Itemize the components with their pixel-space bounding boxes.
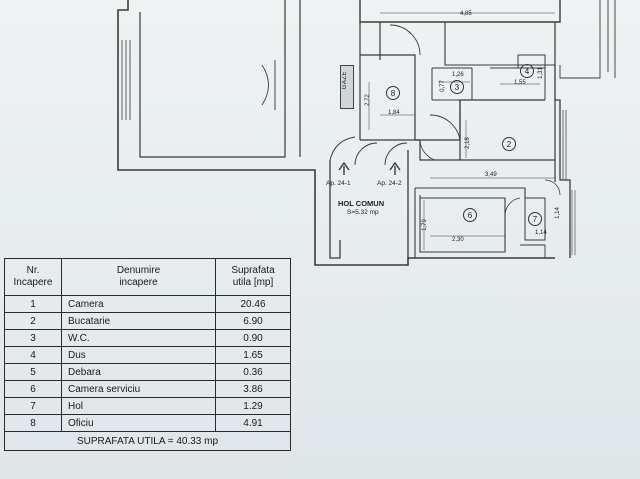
hall-title: HOL COMUN [338,199,385,208]
dimension-label: 0,77 [439,80,446,92]
table-row: 4 Dus 1.65 [4,346,291,364]
cell-area: 1.29 [215,397,291,415]
header-area: Suprafata utila [mp] [215,258,291,296]
cell-name: Dus [61,346,216,364]
apt-right-label: Ap. 24-2 [377,180,402,187]
cell-nr: 7 [4,397,62,415]
table-row: 1 Camera 20.46 [4,295,291,313]
table-row: 8 Oficiu 4.91 [4,414,291,432]
total-area: SUPRAFATA UTILA = 40.33 mp [4,431,291,451]
cell-area: 4.91 [215,414,291,432]
cell-area: 6.90 [215,312,291,330]
cell-name: Camera [61,295,216,313]
dimension-label: 1,79 [421,219,428,231]
cell-area: 1.65 [215,346,291,364]
cell-name: Camera serviciu [61,380,216,398]
cell-nr: 8 [4,414,62,432]
dimension-label: 1,84 [388,110,400,116]
room-number-7: 7 [528,212,542,226]
cell-name: Bucatarie [61,312,216,330]
dimension-label: 4,85 [460,11,472,17]
room-number-8: 8 [386,86,400,100]
gas-label: GAZE [342,71,348,90]
cell-nr: 1 [4,295,62,313]
table-row: 5 Debara 0.36 [4,363,291,381]
dimension-label: 1,55 [514,80,526,86]
dimension-label: 1,14 [535,230,547,236]
cell-nr: 5 [4,363,62,381]
table-header-row: Nr. Incapere Denumire incapere Suprafata… [4,258,291,296]
table-total-row: SUPRAFATA UTILA = 40.33 mp [4,431,291,451]
apt-left-label: Ap. 24-1 [326,180,351,187]
cell-nr: 4 [4,346,62,364]
room-number-6: 6 [463,208,477,222]
table-row: 3 W.C. 0.90 [4,329,291,347]
cell-area: 0.36 [215,363,291,381]
cell-name: Oficiu [61,414,216,432]
header-name: Denumire incapere [61,258,216,296]
cell-nr: 6 [4,380,62,398]
cell-nr: 3 [4,329,62,347]
gas-meter-box: GAZE [340,65,354,109]
dimension-label: 2,18 [464,137,471,149]
cell-nr: 2 [4,312,62,330]
cell-area: 3.86 [215,380,291,398]
room-number-3: 3 [450,80,464,94]
dimension-label: 1,14 [554,207,561,219]
dimension-label: 1,31 [537,67,544,79]
table-row: 6 Camera serviciu 3.86 [4,380,291,398]
cell-area: 0.90 [215,329,291,347]
table-row: 7 Hol 1.29 [4,397,291,415]
dimension-label: 3,49 [485,172,497,178]
room-number-2: 2 [502,137,516,151]
cell-name: W.C. [61,329,216,347]
header-nr: Nr. Incapere [4,258,62,296]
cell-area: 20.46 [215,295,291,313]
cell-name: Hol [61,397,216,415]
rooms-area-table: Nr. Incapere Denumire incapere Suprafata… [4,258,291,451]
room-number-4: 4 [520,64,534,78]
hall-area: S=5.32 mp [347,209,379,216]
dimension-label: 2,30 [452,237,464,243]
dimension-label: 2,72 [364,94,371,106]
table-row: 2 Bucatarie 6.90 [4,312,291,330]
dimension-label: 1,26 [452,72,464,78]
cell-name: Debara [61,363,216,381]
